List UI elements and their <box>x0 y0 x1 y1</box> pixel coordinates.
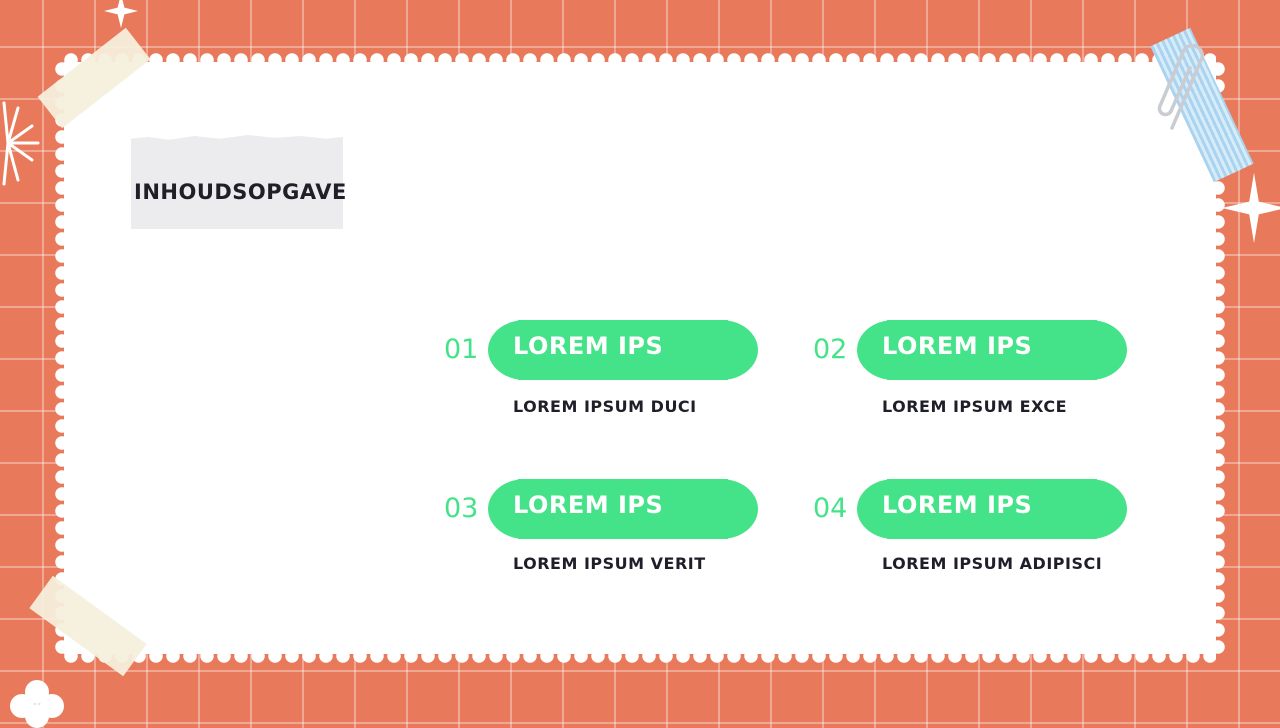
toc-item-2[interactable]: 02 LOREM IPS LOREM IPSUM EXCE <box>813 320 1143 430</box>
toc-item-description: LOREM IPSUM DUCI <box>513 397 697 416</box>
toc-item-number: 01 <box>444 334 479 365</box>
stamp-edge-left <box>55 62 69 654</box>
toc-item-description: LOREM IPSUM VERIT <box>513 554 706 573</box>
toc-item-pill <box>857 479 1127 539</box>
toc-item-description: LOREM IPSUM ADIPISCI <box>882 554 1103 573</box>
toc-item-pill <box>488 479 758 539</box>
sparkle-icon <box>104 0 138 28</box>
sparkle-icon <box>1222 172 1280 244</box>
toc-item-4[interactable]: 04 LOREM IPS LOREM IPSUM ADIPISCI <box>813 479 1143 589</box>
toc-item-heading: LOREM IPS <box>513 332 664 360</box>
toc-item-description: LOREM IPSUM EXCE <box>882 397 1068 416</box>
toc-item-3[interactable]: 03 LOREM IPS LOREM IPSUM VERIT <box>444 479 774 589</box>
stamp-edge-top <box>64 53 1216 67</box>
stamp-edge-right <box>1211 62 1225 654</box>
toc-item-heading: LOREM IPS <box>513 491 664 519</box>
toc-item-number: 02 <box>813 334 848 365</box>
toc-item-1[interactable]: 01 LOREM IPS LOREM IPSUM DUCI <box>444 320 774 430</box>
starburst-icon <box>2 101 40 186</box>
toc-item-heading: LOREM IPS <box>882 491 1033 519</box>
toc-item-pill <box>857 320 1127 380</box>
toc-item-number: 03 <box>444 493 479 524</box>
toc-item-heading: LOREM IPS <box>882 332 1033 360</box>
toc-item-number: 04 <box>813 493 848 524</box>
page-title: INHOUDSOPGAVE <box>134 180 347 204</box>
cloud-icon <box>10 680 64 728</box>
toc-item-pill <box>488 320 758 380</box>
stamp-edge-bottom <box>64 649 1216 663</box>
title-box <box>131 135 343 229</box>
paperclip-icon <box>1157 43 1205 130</box>
